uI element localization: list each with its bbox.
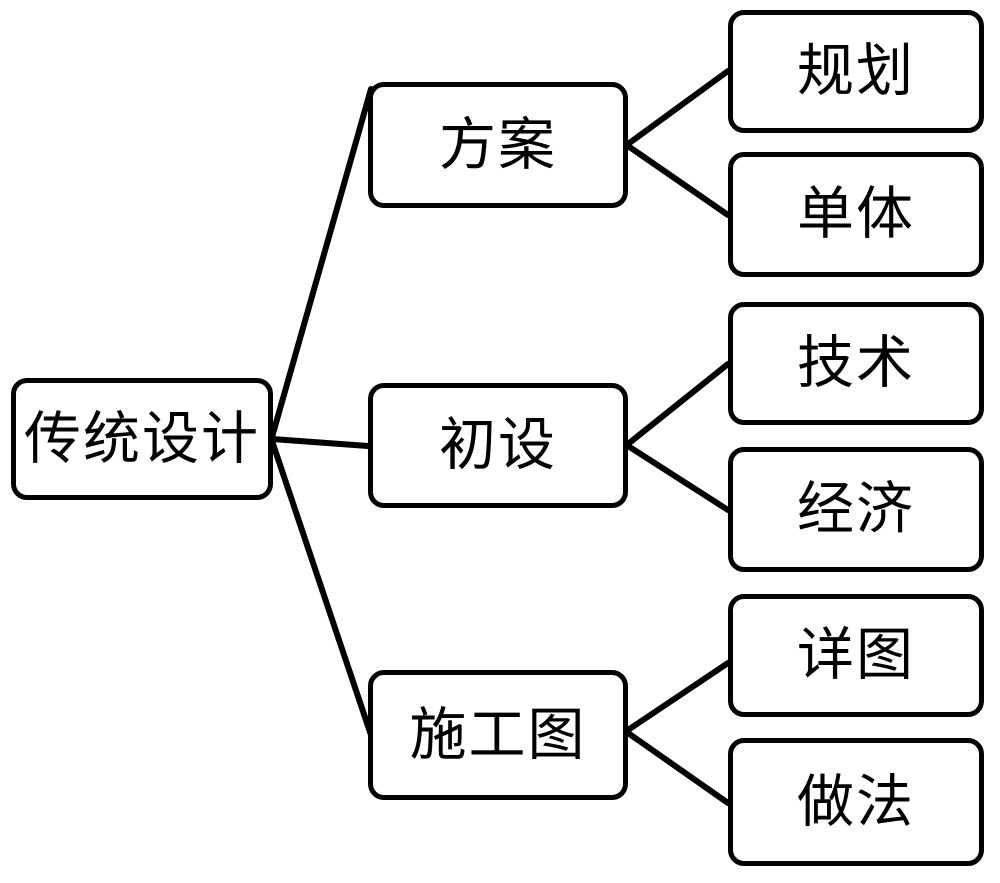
node-chushe[interactable]: 初设 — [368, 383, 628, 508]
node-fangan-label: 方案 — [439, 111, 557, 178]
node-xiangtu[interactable]: 详图 — [728, 594, 984, 717]
node-jishu[interactable]: 技术 — [728, 302, 984, 425]
node-zuofa[interactable]: 做法 — [728, 738, 984, 866]
edge-root-to-chushe — [269, 436, 371, 449]
node-danti[interactable]: 单体 — [728, 152, 984, 277]
edge-root-to-shigongtu — [269, 438, 374, 738]
node-jishu-label: 技术 — [797, 330, 915, 396]
node-shigongtu[interactable]: 施工图 — [368, 670, 628, 800]
edge-chushe-to-jishu — [625, 361, 731, 447]
edge-shigongtu-to-zuofa — [625, 730, 731, 806]
node-guihua[interactable]: 规划 — [728, 10, 984, 133]
edge-root-to-fangan — [269, 86, 374, 440]
node-root[interactable]: 传统设计 — [11, 378, 273, 500]
node-shigongtu-label: 施工图 — [409, 701, 587, 768]
edge-fangan-to-danti — [625, 143, 731, 218]
node-jingji[interactable]: 经济 — [728, 447, 984, 572]
node-danti-label: 单体 — [797, 181, 915, 247]
node-fangan[interactable]: 方案 — [368, 82, 628, 208]
edge-shigongtu-to-xiangtu — [625, 660, 731, 733]
edge-fangan-to-guihua — [625, 68, 731, 147]
node-jingji-label: 经济 — [797, 476, 915, 542]
node-zuofa-label: 做法 — [797, 768, 915, 835]
node-xiangtu-label: 详图 — [797, 622, 915, 688]
edge-chushe-to-jingji — [625, 443, 731, 513]
node-chushe-label: 初设 — [439, 412, 557, 478]
node-guihua-label: 规划 — [797, 38, 915, 104]
node-root-label: 传统设计 — [24, 405, 260, 472]
